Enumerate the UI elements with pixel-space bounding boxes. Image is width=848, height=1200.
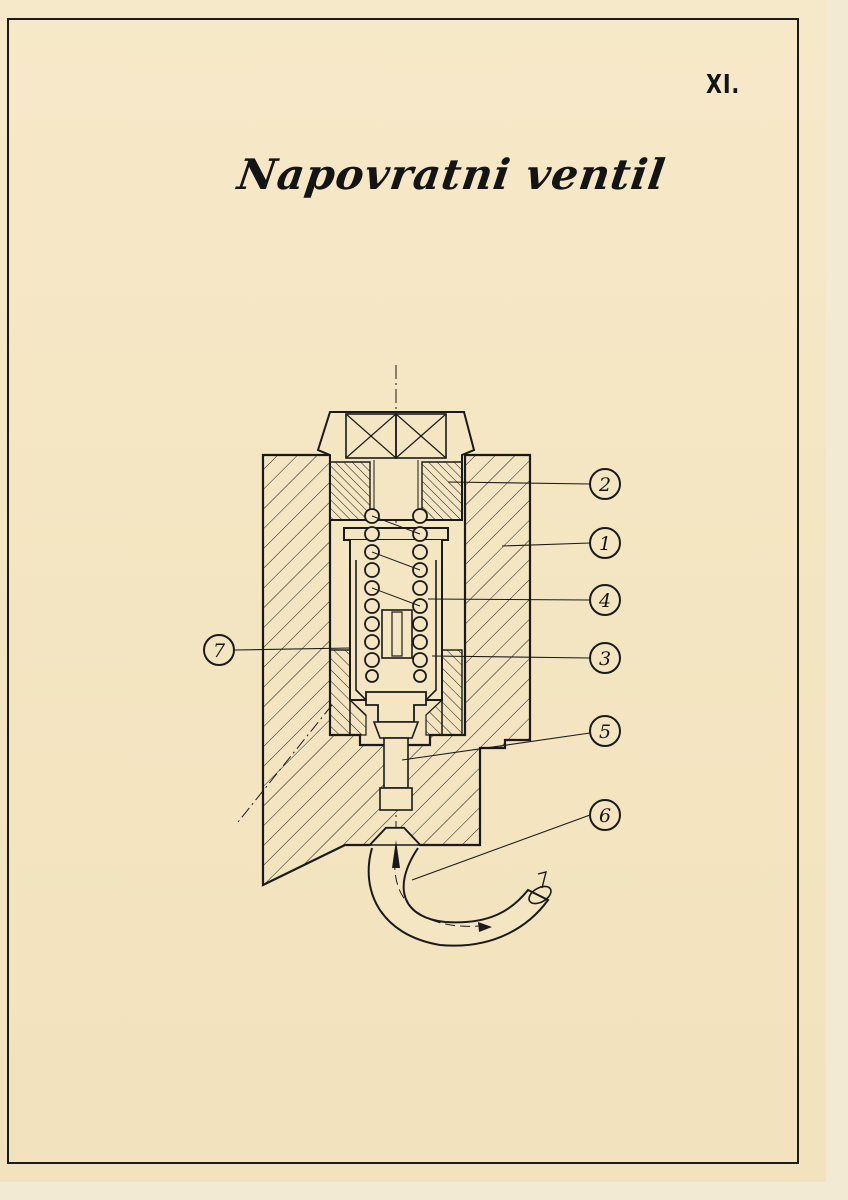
- screw-plug-part-2: [316, 411, 476, 521]
- flow-path-line: [237, 704, 333, 823]
- svg-text:3: 3: [599, 648, 611, 670]
- valve-stem-part-5: [365, 691, 427, 846]
- svg-text:2: 2: [598, 474, 611, 496]
- callout-6: 6: [589, 799, 621, 831]
- callout-2: 2: [589, 468, 621, 500]
- callout-1: 1: [589, 527, 621, 559]
- callout-7: 7: [203, 634, 235, 666]
- callout-3: 3: [589, 642, 621, 674]
- sheet-number: XI.: [706, 70, 741, 100]
- callout-4: 4: [589, 584, 621, 616]
- spring-part-4: [364, 508, 428, 683]
- svg-text:4: 4: [598, 590, 611, 612]
- svg-text:7: 7: [213, 640, 226, 662]
- svg-text:1: 1: [599, 533, 611, 555]
- svg-text:5: 5: [599, 721, 611, 743]
- callout-5: 5: [589, 715, 621, 747]
- outlet-pipe-part-6: [367, 840, 552, 947]
- leader-lines: [234, 481, 591, 881]
- drawing-border: [7, 18, 799, 1164]
- svg-text:6: 6: [599, 805, 611, 827]
